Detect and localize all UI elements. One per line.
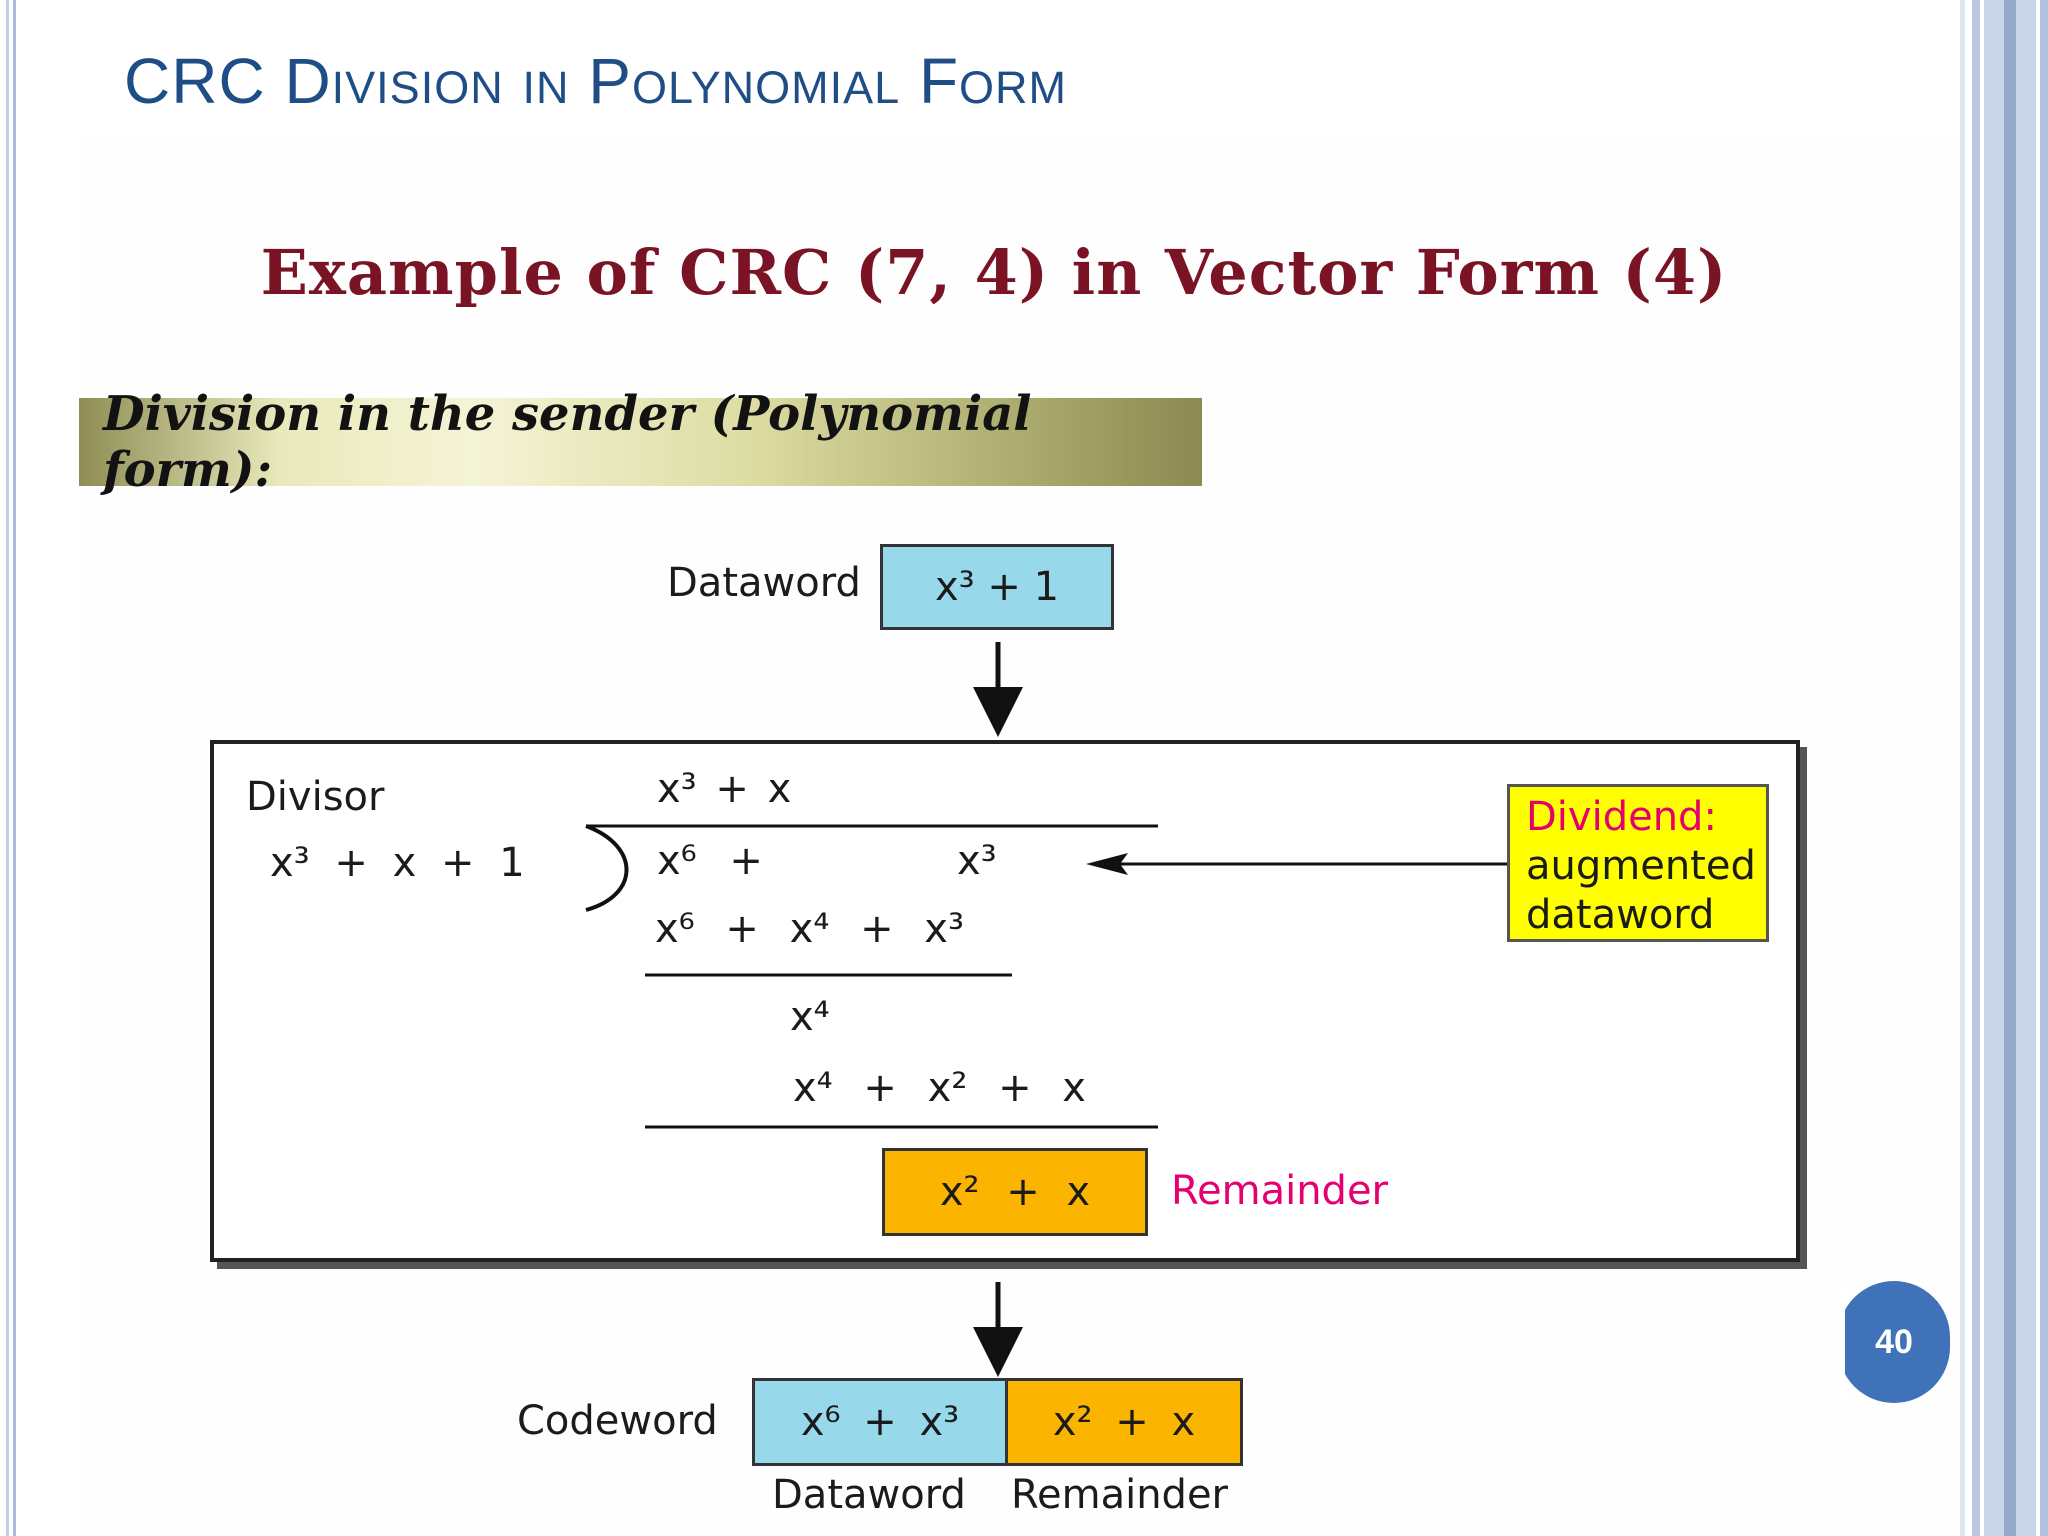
page-number-badge: 40 (1838, 1281, 1950, 1403)
dividend-note-line-2: augmented (1526, 843, 1756, 889)
step1-subtrahend: x⁶ + x⁴ + x³ (655, 906, 965, 952)
page-badge-edge (1838, 1281, 1845, 1403)
slide-left-border (0, 0, 22, 1536)
quotient: x³ + x (657, 766, 792, 812)
remainder-box: x² + x (882, 1148, 1148, 1236)
dividend-term-1: x⁶ + (657, 838, 763, 884)
codeword-remainder-part: x² + x (1005, 1378, 1243, 1466)
step1-result: x⁴ (790, 994, 830, 1040)
codeword-caption-dataword: Dataword (772, 1472, 966, 1518)
remainder-value: x² + x (939, 1169, 1091, 1215)
dividend-note-line-3: dataword (1526, 892, 1715, 938)
step2-subtrahend: x⁴ + x² + x (793, 1065, 1086, 1111)
dividend-term-2: x³ (957, 838, 997, 884)
section-banner: Division in the sender (Polynomial form)… (79, 386, 1202, 498)
example-heading: Example of CRC (7, 4) in Vector Form (4) (260, 236, 1728, 309)
divisor-label: Divisor (246, 774, 385, 820)
codeword-remainder-value: x² + x (1052, 1399, 1196, 1445)
section-banner-text: Division in the sender (Polynomial form)… (103, 386, 1032, 498)
codeword-data-part: x⁶ + x³ (752, 1378, 1008, 1466)
codeword-caption-remainder: Remainder (1011, 1472, 1228, 1518)
dataword-label: Dataword (667, 560, 861, 606)
arrow-dividend-note-head (1086, 853, 1128, 875)
slide-right-border (1960, 0, 2048, 1536)
codeword-data-value: x⁶ + x³ (800, 1399, 960, 1445)
division-bracket (585, 824, 629, 912)
codeword-label: Codeword (517, 1398, 718, 1444)
dividend-note: Dividend: augmented dataword (1507, 784, 1769, 942)
page-number: 40 (1875, 1322, 1913, 1361)
slide-title: CRC Division in Polynomial Form (124, 45, 1068, 117)
dataword-box: x³ + 1 (880, 544, 1114, 630)
dataword-value: x³ + 1 (934, 564, 1060, 610)
dividend-note-line-1: Dividend: (1526, 794, 1717, 840)
remainder-label: Remainder (1171, 1168, 1388, 1214)
divisor-polynomial: x³ + x + 1 (270, 840, 525, 886)
